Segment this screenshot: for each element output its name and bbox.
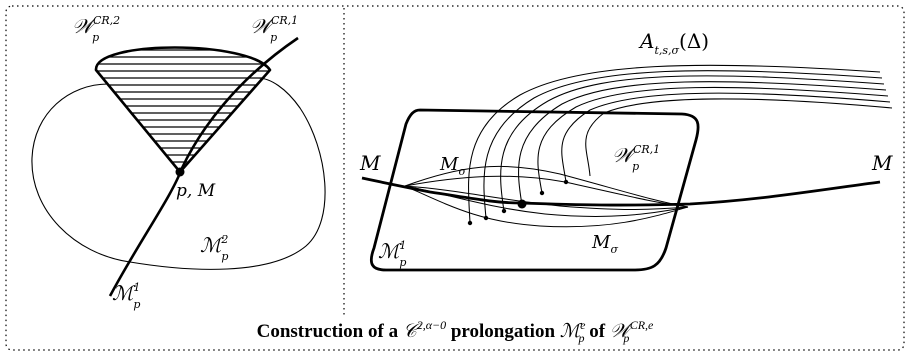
fan-dot-3 xyxy=(501,208,507,214)
region-m-p-1-outline xyxy=(369,108,700,272)
point-p xyxy=(175,167,185,177)
fan-dot-1 xyxy=(467,220,473,226)
label-a-t-s-sigma: At,s,σ(Δ) xyxy=(638,29,709,57)
outer-dotted-frame xyxy=(5,5,905,351)
wedge-w-cr-2-outline xyxy=(94,46,272,174)
m-sigma-family xyxy=(404,165,689,228)
label-m-sigma-bottom: Mσ xyxy=(591,232,618,256)
region-m-p-2-outline xyxy=(31,77,326,270)
figure-caption: Construction of a 𝒞2,α−0 prolongation ℳe… xyxy=(257,318,654,345)
label-manifold-m-right: M xyxy=(871,151,893,175)
label-m-sigma-top: Mσ xyxy=(439,154,466,178)
manifold-m-curve xyxy=(361,176,881,207)
label-manifold-m-left: M xyxy=(359,151,381,175)
label-point-p-m: p, M xyxy=(176,181,216,201)
fan-dot-4 xyxy=(539,190,545,196)
curve-m-p-1 xyxy=(108,36,299,297)
fan-dot-5 xyxy=(563,179,569,185)
a-t-s-sigma-fan xyxy=(468,64,893,224)
point-p-right xyxy=(517,199,527,209)
fan-dot-2 xyxy=(483,215,489,221)
